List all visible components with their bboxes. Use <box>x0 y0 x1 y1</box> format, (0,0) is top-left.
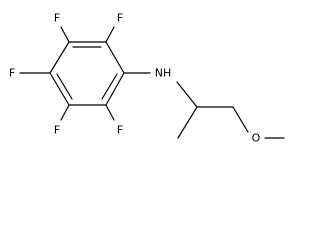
f-top-left-label: F <box>54 12 60 25</box>
ch-to-methyl-bond <box>177 106 198 139</box>
f-bond-top-left <box>60 26 70 43</box>
f-bottom-left-label: F <box>54 124 60 137</box>
f-bond-bottom-left <box>60 104 70 121</box>
ring-bond <box>105 72 125 106</box>
f-top-right-label: F <box>117 12 123 25</box>
ring-bond <box>49 41 70 74</box>
nh-label: NH <box>155 67 172 80</box>
benzene-ring <box>49 41 125 106</box>
ring-double-bond <box>101 73 118 100</box>
f-bond-bottom-right <box>105 104 115 121</box>
molecule-structure: F F F F F NH O <box>9 12 285 145</box>
f-bond-top-right <box>105 26 115 43</box>
ch2-to-o-bond <box>232 106 249 133</box>
f-bottom-right-label: F <box>117 124 123 137</box>
n-to-ch-bond <box>176 81 198 108</box>
o-label: O <box>252 132 261 145</box>
ring-double-bond <box>56 73 73 100</box>
f-left-label: F <box>9 67 15 80</box>
ring-bond <box>105 41 125 74</box>
ring-bond <box>49 72 70 106</box>
